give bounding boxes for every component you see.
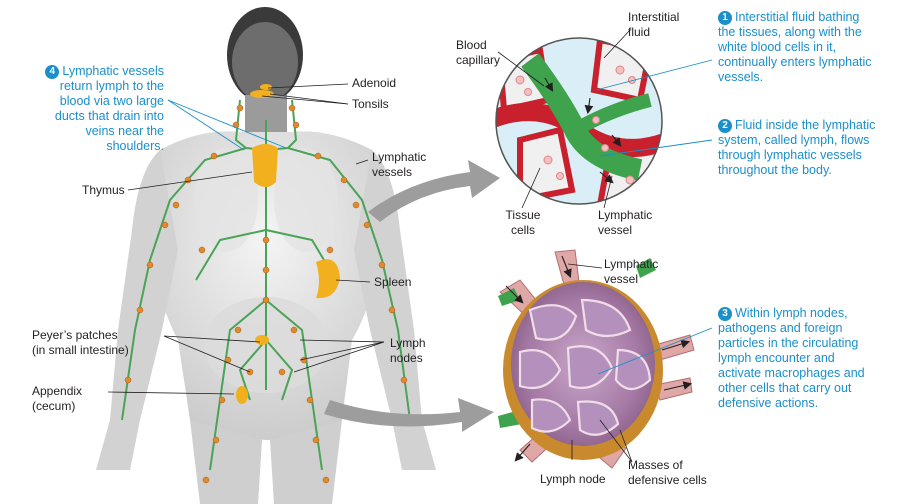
callout-1-line-2: the tissues, along with the <box>718 25 862 39</box>
callout-1-line-5: vessels. <box>718 70 764 84</box>
lymphatic-vessels-line-1: Lymphatic <box>372 150 427 164</box>
callout-4-line-2: return lymph to the <box>59 79 164 93</box>
callout-2-line-3: through lymphatic vessels <box>718 148 862 162</box>
spleen-organ <box>316 259 340 299</box>
lymph-nodes-label: Lymph nodes <box>390 336 426 366</box>
callout-4-line-1: Lymphatic vessels <box>62 64 164 78</box>
lymphatic-vessels-label: Lymphatic vessels <box>372 150 426 180</box>
appendix-line-1: Appendix <box>32 384 83 398</box>
appendix-label: Appendix (cecum) <box>32 384 82 414</box>
adenoid-organ <box>260 84 272 90</box>
callout-3-line-3: particles in the circulating <box>718 336 859 350</box>
adenoid-label: Adenoid <box>352 76 397 90</box>
callout-3-line-5: activate macrophages and <box>718 366 865 380</box>
lymphatic-vessel-node-label: Lymphatic vessel <box>604 257 658 287</box>
peyers-patch-organ <box>255 335 269 345</box>
callout-2-line-2: system, called lymph, flows <box>718 133 870 147</box>
capillary-detail <box>495 37 663 205</box>
callout-1-line-3: white blood cells in it, <box>718 40 837 54</box>
callout-2-line-4: throughout the body. <box>718 163 832 177</box>
spleen-label: Spleen <box>374 275 412 289</box>
callout-4-line-5: veins near the <box>85 124 164 138</box>
body-lymphatic-vessels <box>121 99 411 471</box>
callout-4-line-3: blood via two large <box>59 94 164 108</box>
lymph-nodes-line-2: nodes <box>390 351 423 365</box>
interstitial-fluid-label: Interstitial fluid <box>628 10 679 40</box>
callout-3-line-6: other cells that carry out <box>718 381 852 395</box>
callout-3-number: 3 <box>718 307 732 321</box>
callout-lines <box>167 59 713 375</box>
lymph-node-detail <box>498 249 695 469</box>
appendix-line-2: (cecum) <box>32 399 76 413</box>
callout-1-line-1: Interstitial fluid bathing <box>735 10 860 24</box>
tonsils-label: Tonsils <box>352 97 389 111</box>
callout-3-line-2: pathogens and foreign <box>718 321 843 335</box>
tissue-cells-label: Tissue cells <box>498 208 548 238</box>
masses-line-1: Masses of <box>628 458 683 472</box>
masses-line-2: defensive cells <box>628 473 707 487</box>
lymph-nodes-line-1: Lymph <box>390 336 426 350</box>
callout-3-line-7: defensive actions. <box>718 396 819 410</box>
peyers-patches-label: Peyer’s patches (in small intestine) <box>32 328 129 358</box>
lymphatic-vessel-node-line-1: Lymphatic <box>604 257 659 271</box>
peyers-line-1: Peyer’s patches <box>32 328 118 342</box>
interstitial-fluid-line-2: fluid <box>628 25 651 39</box>
tissue-cells-line-1: Tissue <box>505 208 541 222</box>
thymus-organ <box>252 144 278 187</box>
lymph-node-label: Lymph node <box>540 472 606 486</box>
peyers-line-2: (in small intestine) <box>32 343 129 357</box>
callout-2-line-1: Fluid inside the lymphatic <box>735 118 876 132</box>
arrow-to-lymph-node <box>324 398 494 432</box>
lymphatic-vessel-node-line-2: vessel <box>604 272 639 286</box>
lymphatic-vessels-line-2: vessels <box>372 165 413 179</box>
blood-capillary-label: Blood capillary <box>456 38 500 68</box>
callout-3-line-4: lymph encounter and <box>718 351 835 365</box>
thymus-label: Thymus <box>82 183 125 197</box>
callout-1-number: 1 <box>718 11 732 25</box>
tissue-cells-line-2: cells <box>510 223 535 237</box>
lymphatic-vessel-top-label: Lymphatic vessel <box>598 208 652 238</box>
callout-1-line-4: continually enters lymphatic <box>718 55 872 69</box>
appendix-organ <box>236 386 248 404</box>
callout-4-number: 4 <box>45 65 60 79</box>
arrow-to-capillary <box>368 160 500 222</box>
lymphatic-vessel-top-line-1: Lymphatic <box>598 208 653 222</box>
interstitial-fluid-line-1: Interstitial <box>628 10 680 24</box>
masses-label: Masses of defensive cells <box>628 458 707 488</box>
body-lymph-nodes <box>124 104 408 484</box>
callout-4-line-4: ducts that drain into <box>54 109 164 123</box>
blood-capillary-line-1: Blood <box>456 38 487 52</box>
callout-2-number: 2 <box>718 119 732 133</box>
lymphatic-vessel-top-line-2: vessel <box>598 223 633 237</box>
leader-lines <box>107 29 633 463</box>
tonsils-organ <box>250 90 274 98</box>
blood-capillary-line-2: capillary <box>456 53 501 67</box>
callout-3-line-1: Within lymph nodes, <box>735 306 848 320</box>
callout-4-line-6: shoulders. <box>106 139 164 153</box>
